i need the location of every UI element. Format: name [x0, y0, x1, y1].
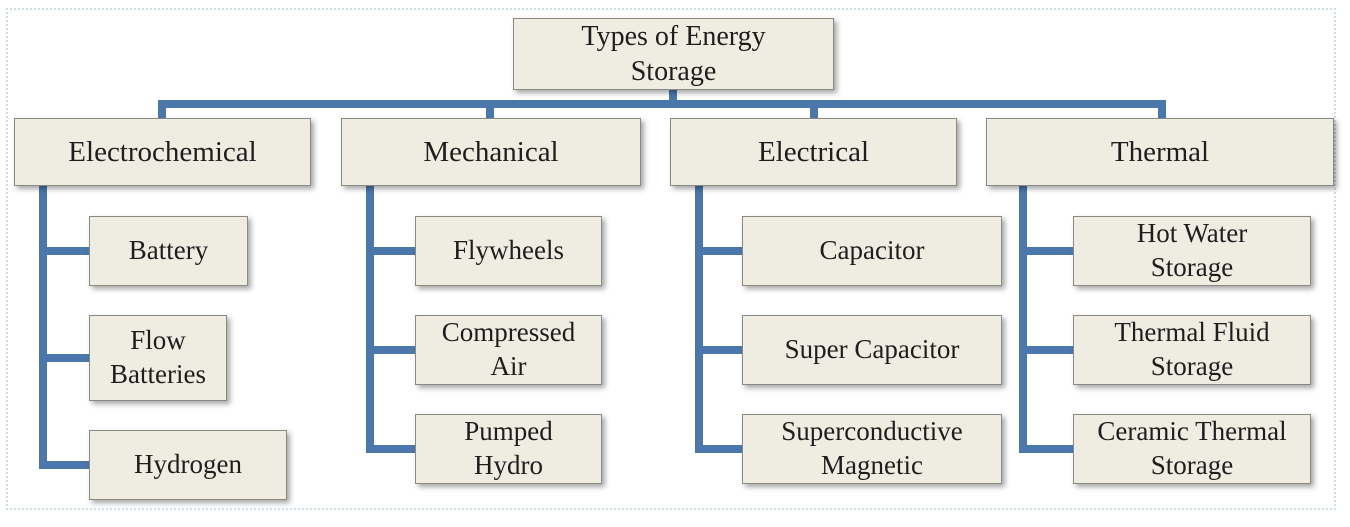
leaf-compressed-air: Compressed Air [415, 315, 602, 385]
root-label-line1: Types of Energy [581, 21, 766, 52]
leaf-label-line2: Batteries [110, 359, 206, 389]
diagram-frame [6, 8, 1336, 510]
leaf-ceramic-thermal-storage: Ceramic Thermal Storage [1073, 414, 1311, 484]
leaf-label-line2: Hydro [473, 450, 543, 480]
leaf-label-line1: Hot Water [1136, 218, 1248, 249]
leaf-label-line1: Capacitor [819, 235, 925, 266]
category-label: Mechanical [423, 135, 559, 168]
leaf-thermal-fluid-storage: Thermal Fluid Storage [1073, 315, 1311, 385]
leaf-label-line1: Thermal Fluid [1114, 317, 1270, 348]
root-node: Types of Energy Storage [513, 18, 834, 90]
leaf-label-line1: Pumped [464, 416, 553, 447]
leaf-label-line1: Ceramic Thermal [1097, 416, 1287, 447]
leaf-pumped-hydro: Pumped Hydro [415, 414, 602, 484]
leaf-label-line1: Hydrogen [134, 449, 242, 480]
leaf-hydrogen: Hydrogen [89, 430, 287, 500]
leaf-label-line2: Storage [1150, 351, 1234, 381]
leaf-battery: Battery [89, 216, 248, 286]
leaf-label-line2: Air [490, 351, 527, 381]
category-label: Electrical [757, 135, 870, 168]
leaf-label-line1: Battery [128, 235, 209, 266]
leaf-label-line1: Compressed [441, 317, 576, 348]
category-label: Thermal [1110, 135, 1210, 168]
leaf-label-line1: Superconductive [781, 416, 963, 447]
category-electrochemical: Electrochemical [14, 118, 311, 186]
leaf-super-capacitor: Super Capacitor [742, 315, 1002, 385]
leaf-superconductive-magnetic: Superconductive Magnetic [742, 414, 1002, 484]
leaf-label-line1: Super Capacitor [784, 334, 960, 365]
leaf-hot-water-storage: Hot Water Storage [1073, 216, 1311, 286]
leaf-label-line2: Magnetic [821, 450, 923, 480]
category-label: Electrochemical [68, 135, 257, 168]
category-electrical: Electrical [670, 118, 957, 186]
leaf-flow-batteries: Flow Batteries [89, 315, 227, 401]
root-label-line2: Storage [630, 56, 717, 87]
category-thermal: Thermal [986, 118, 1334, 186]
leaf-label-line2: Storage [1150, 252, 1234, 282]
leaf-label-line1: Flywheels [453, 235, 564, 266]
leaf-capacitor: Capacitor [742, 216, 1002, 286]
leaf-label-line2: Storage [1150, 450, 1234, 480]
leaf-label-line1: Flow [130, 325, 186, 356]
leaf-flywheels: Flywheels [415, 216, 602, 286]
category-mechanical: Mechanical [341, 118, 641, 186]
